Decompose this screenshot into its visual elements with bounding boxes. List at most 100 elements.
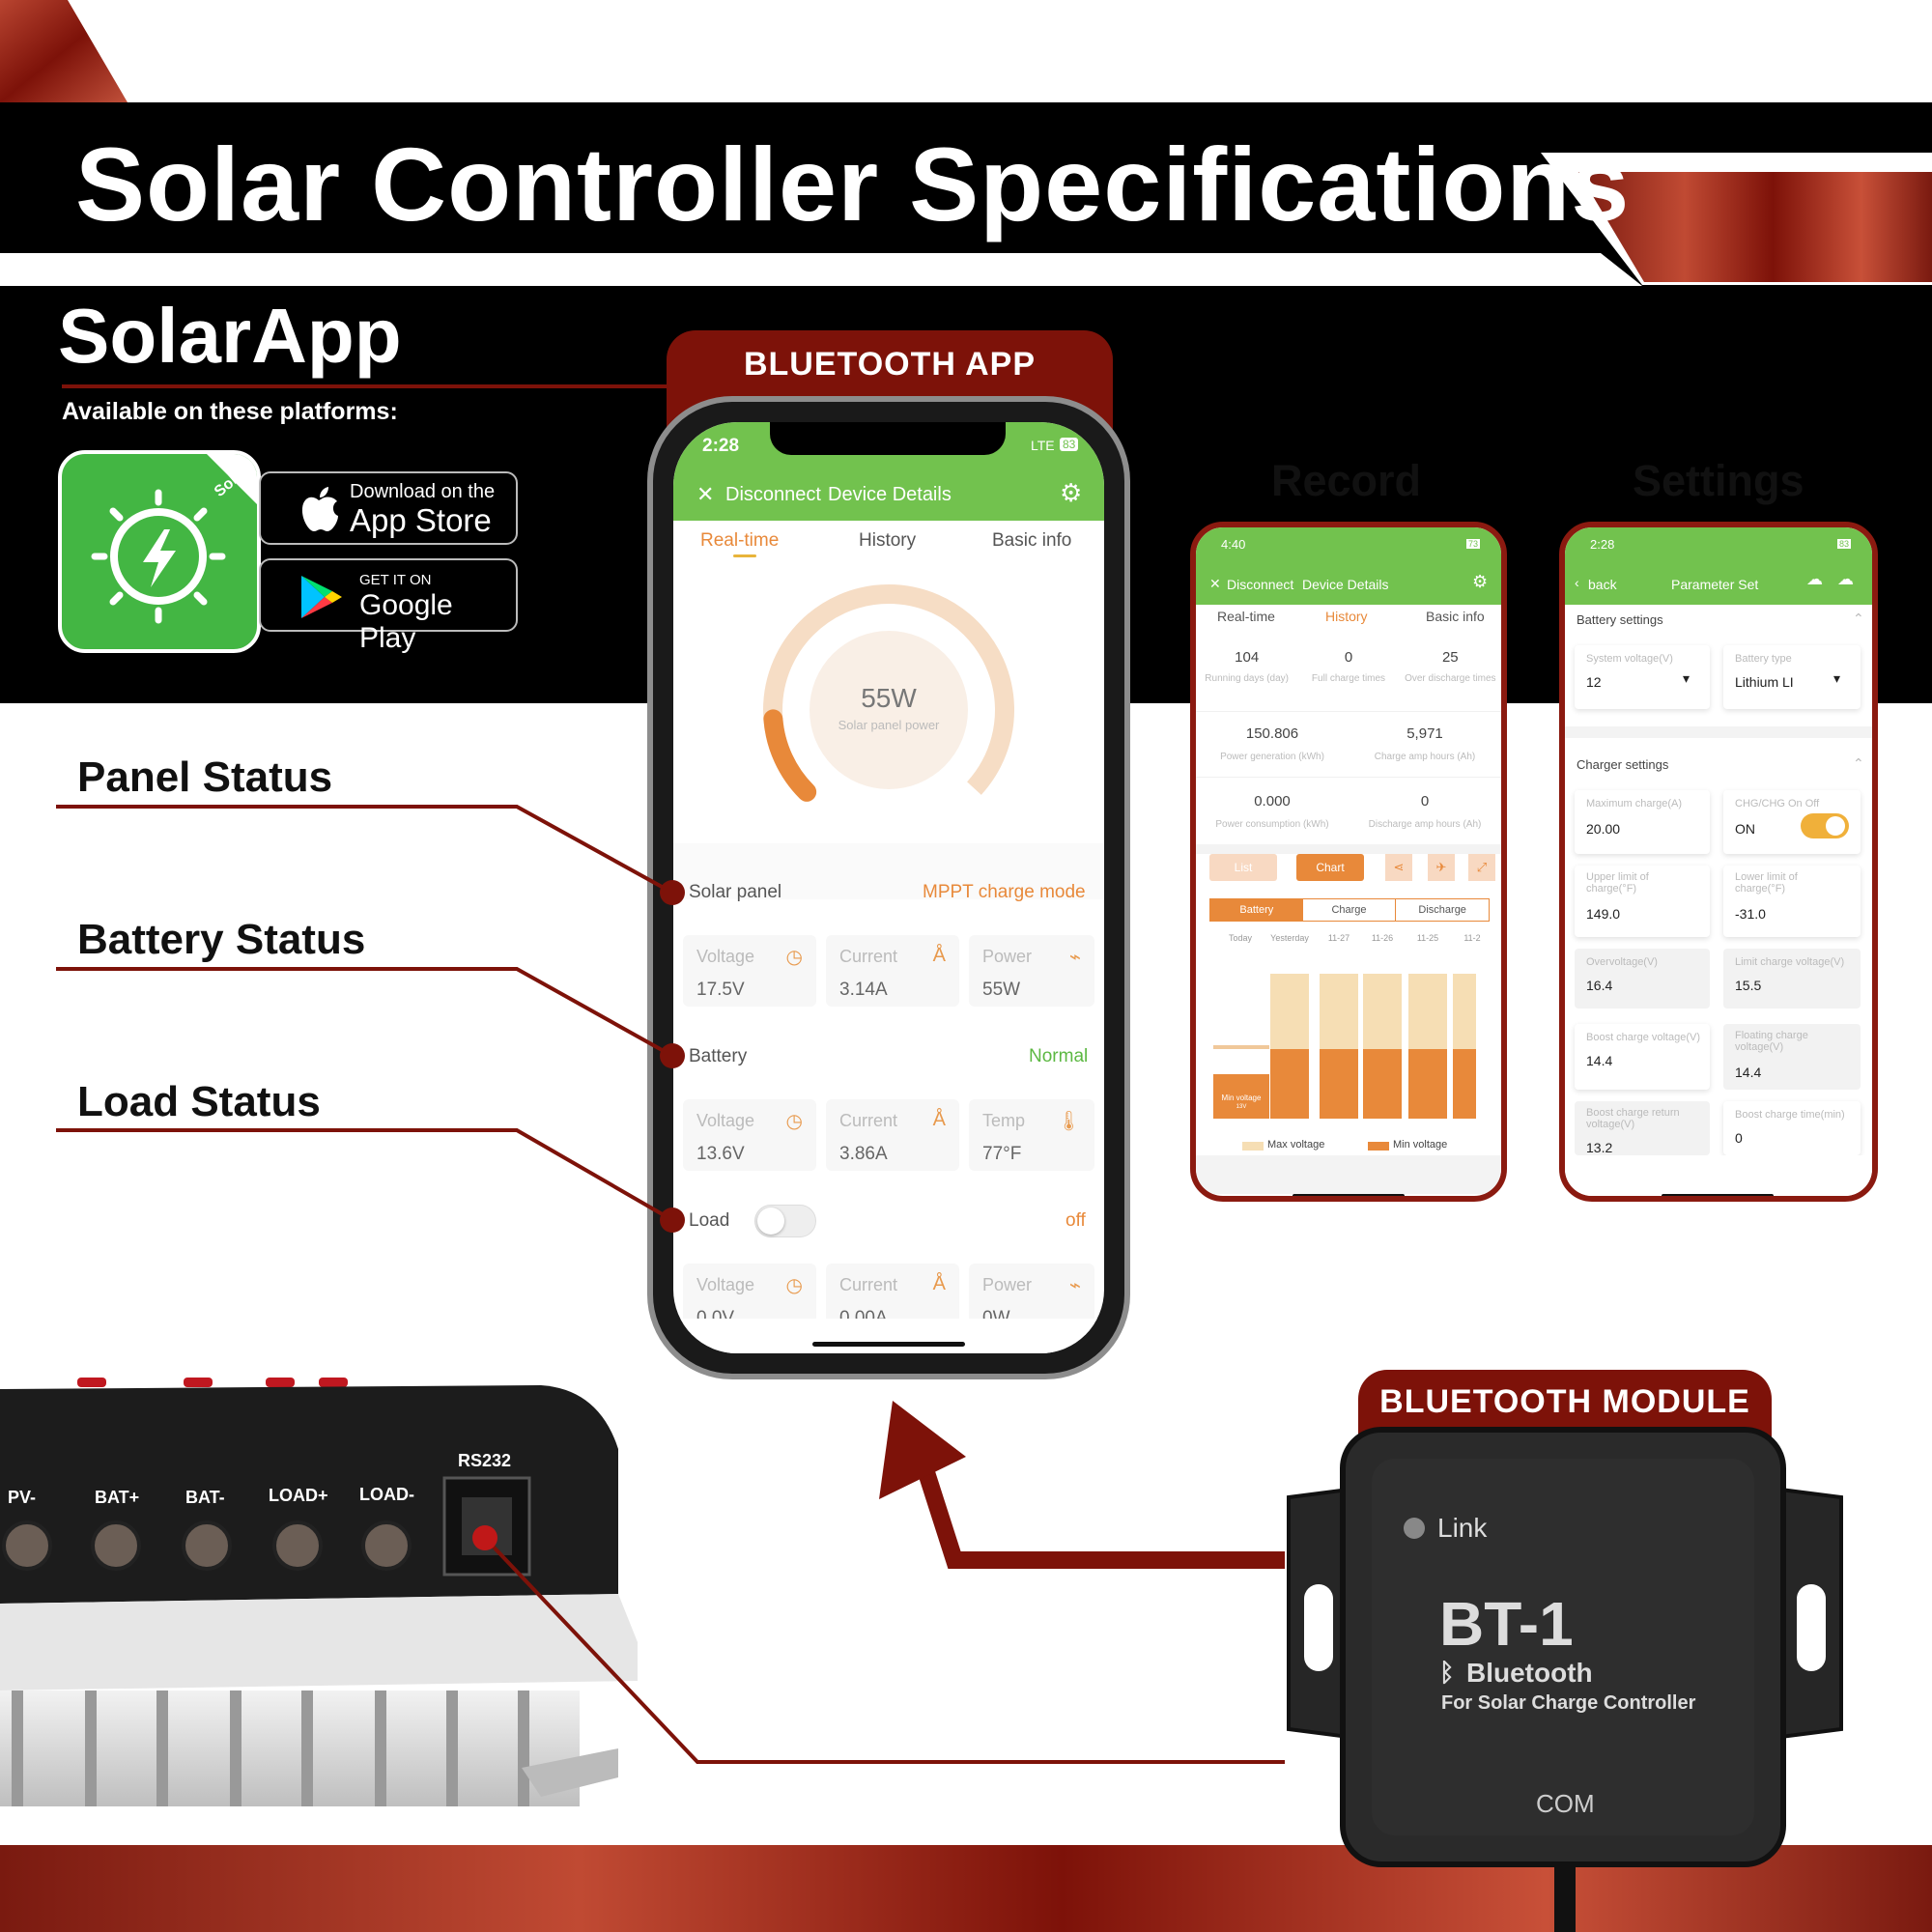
list-button[interactable]: List: [1209, 854, 1277, 881]
cell-value: 3.86A: [839, 1144, 888, 1164]
floating-charge-field: Floating charge voltage(V)14.4: [1723, 1024, 1861, 1090]
record-tab-history[interactable]: History: [1325, 609, 1368, 624]
app-store-button[interactable]: Download on the App Store: [259, 471, 518, 545]
bar-max-voltage: [1408, 974, 1447, 1049]
tab-history[interactable]: History: [859, 530, 917, 551]
terminal-bat-minus: [182, 1520, 232, 1571]
page-title: Solar Controller Specifications: [75, 126, 1631, 242]
field-value: 12: [1586, 674, 1602, 690]
lower-limit-field[interactable]: Lower limit of charge(°F)-31.0: [1723, 866, 1861, 937]
bar-max-voltage: [1213, 1045, 1269, 1049]
record-close-icon[interactable]: ✕: [1209, 576, 1221, 591]
collapse-chevron-icon[interactable]: ⌃: [1853, 611, 1864, 626]
bar-min-voltage: [1408, 1049, 1447, 1119]
battery-type-select[interactable]: Battery type Lithium LI ▾: [1723, 645, 1861, 709]
upper-limit-field[interactable]: Upper limit of charge(°F)149.0: [1575, 866, 1710, 937]
chart-note-max-value: 13.1V: [1234, 1065, 1249, 1070]
battery-label: Battery: [689, 1046, 748, 1066]
system-voltage-select[interactable]: System voltage(V) 12 ▾: [1575, 645, 1710, 709]
settings-title: Parameter Set: [1671, 577, 1759, 592]
chart-category-label: 11-25: [1417, 933, 1438, 943]
cell-value: 3.14A: [839, 980, 888, 1000]
thermometer-icon: 🌡: [1056, 1111, 1081, 1132]
platforms-caption: Available on these platforms:: [62, 398, 398, 425]
cloud-download-icon[interactable]: ☁: [1837, 570, 1854, 588]
terminal-pv-minus: [2, 1520, 52, 1571]
google-play-icon: [301, 576, 342, 618]
chart-category-label: 11-2: [1463, 933, 1480, 943]
solar-power-gauge: [763, 584, 1014, 809]
boost-return-field: Boost charge return voltage(V)13.2: [1575, 1101, 1710, 1155]
charge-toggle[interactable]: [1801, 813, 1849, 838]
back-chevron-icon[interactable]: ‹: [1575, 575, 1579, 590]
settings-gear-icon[interactable]: ⚙: [1060, 478, 1083, 507]
chart-category-label: Today: [1229, 933, 1253, 943]
chart-button[interactable]: Chart: [1296, 854, 1364, 881]
record-tab-basic-info[interactable]: Basic info: [1426, 609, 1485, 624]
cell-label: Voltage: [696, 1275, 755, 1294]
close-icon[interactable]: ✕: [696, 482, 715, 506]
bar-max-voltage: [1320, 974, 1358, 1049]
cell-label: Current: [839, 947, 898, 966]
panel-status-dot: [660, 880, 685, 905]
screen-bottom: [673, 1319, 1104, 1353]
link-label: Link: [1437, 1513, 1488, 1543]
main-signal: LTE: [1031, 438, 1055, 453]
segment-discharge[interactable]: Discharge: [1418, 904, 1466, 916]
boost-charge-field[interactable]: Boost charge voltage(V)14.4: [1575, 1024, 1710, 1090]
home-indicator: [812, 1342, 965, 1347]
max-charge-field[interactable]: Maximum charge(A)20.00: [1575, 790, 1710, 854]
cell-label: Temp: [982, 1111, 1026, 1130]
segment-charge[interactable]: Charge: [1303, 899, 1397, 921]
load-status: off: [1065, 1210, 1086, 1231]
field-value: 15.5: [1735, 978, 1762, 993]
record-phone: 4:40 73 ✕ Disconnect Device Details ⚙ Re…: [1190, 522, 1507, 1202]
active-tab-indicator: [733, 554, 756, 557]
solarapp-icon[interactable]: Solar: [58, 450, 261, 653]
bar-min-voltage: [1363, 1049, 1402, 1119]
record-battery: 73: [1466, 539, 1481, 549]
clock-icon: ◷: [785, 947, 803, 968]
segment-battery[interactable]: Battery: [1210, 899, 1303, 921]
field-label: Upper limit of charge(°F): [1586, 871, 1649, 895]
expand-icon[interactable]: ⤢: [1468, 854, 1495, 881]
stat-value: 104: [1235, 649, 1260, 666]
tab-basic-info[interactable]: Basic info: [992, 530, 1072, 551]
record-disconnect[interactable]: Disconnect: [1227, 577, 1294, 592]
record-tab-real-time[interactable]: Real-time: [1217, 609, 1275, 624]
clock-icon: ◷: [785, 1275, 803, 1296]
boost-time-field[interactable]: Boost charge time(min)0: [1723, 1101, 1861, 1155]
field-label: Battery type: [1735, 653, 1792, 665]
settings-label: Settings: [1633, 456, 1804, 505]
load-toggle[interactable]: [754, 1205, 816, 1237]
google-play-line1: GET IT ON: [359, 572, 432, 588]
charge-controller-device: [0, 1378, 638, 1806]
field-label: CHG/CHG On Off: [1735, 798, 1820, 810]
pin-icon[interactable]: ✈: [1428, 854, 1455, 881]
back-button[interactable]: back: [1588, 577, 1617, 592]
pulse-icon: ⌁: [1068, 1275, 1081, 1296]
tab-real-time[interactable]: Real-time: [700, 530, 780, 551]
solar-panel-row: [673, 843, 1104, 899]
share-icon[interactable]: ⋖: [1385, 854, 1412, 881]
battery-status-dot: [660, 1043, 685, 1068]
load-status-label: Load Status: [77, 1078, 321, 1125]
settings-header: [1565, 527, 1872, 605]
disconnect-button[interactable]: Disconnect: [725, 484, 821, 505]
collapse-chevron-icon[interactable]: ⌃: [1853, 755, 1864, 771]
cloud-upload-icon[interactable]: ☁: [1806, 570, 1823, 588]
stat-value: 0: [1420, 793, 1430, 810]
bar-max-voltage: [1453, 974, 1476, 1049]
google-play-button[interactable]: GET IT ON Google Play: [259, 558, 518, 654]
record-time: 4:40: [1221, 537, 1246, 552]
record-gear-icon[interactable]: ⚙: [1472, 572, 1489, 591]
limit-charge-field: Limit charge voltage(V)15.5: [1723, 949, 1861, 1009]
record-label: Record: [1271, 456, 1422, 505]
chart-category-label: 11-27: [1328, 933, 1350, 943]
battery-status-label: Battery Status: [77, 916, 366, 963]
apple-icon: [301, 487, 338, 531]
